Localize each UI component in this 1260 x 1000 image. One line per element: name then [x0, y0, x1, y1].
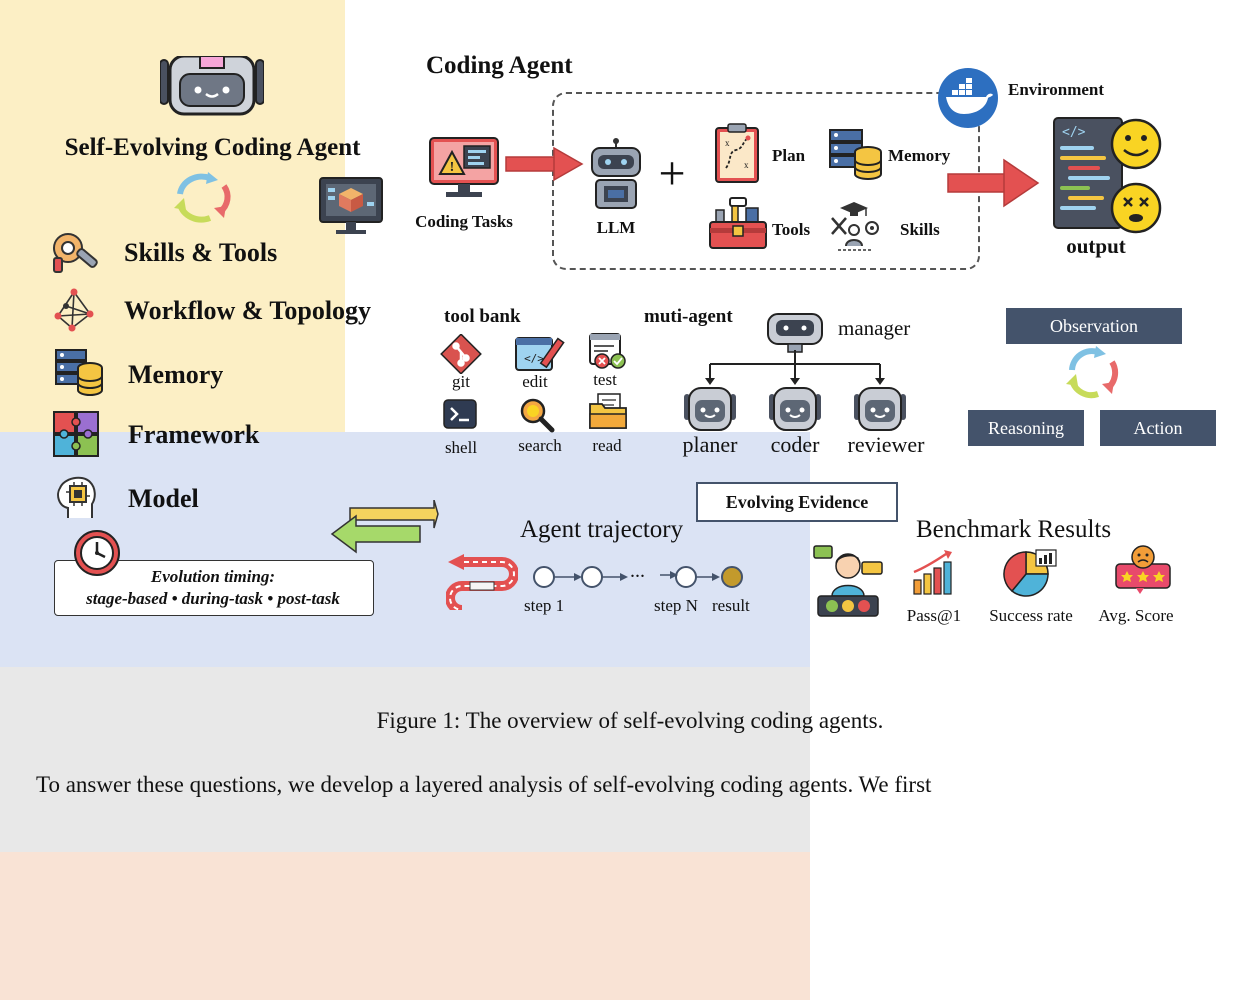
llm-robot-icon	[588, 138, 644, 210]
docker-whale-icon	[936, 66, 1000, 130]
toolbox-icon	[708, 196, 768, 250]
left-item-memory: Memory	[128, 360, 224, 389]
left-item-skills-tools: Skills & Tools	[124, 238, 278, 267]
coding-agent-panel	[0, 432, 810, 667]
timing-title: Evolution timing:	[150, 567, 276, 586]
tool-search-label: search	[518, 436, 562, 455]
step-n-label: step N	[654, 596, 698, 615]
git-icon	[440, 334, 482, 374]
trajectory-road-icon	[446, 554, 518, 610]
agent-to-output-arrow	[946, 158, 1040, 208]
tasks-to-llm-arrow	[504, 144, 584, 184]
test-icon	[588, 332, 628, 370]
wrench-gear-icon	[48, 228, 100, 276]
body-text: To answer these questions, we develop a …	[36, 772, 932, 797]
output-label: output	[1066, 234, 1126, 258]
robot-icon	[160, 56, 264, 116]
evolving-evidence-box: Evolving Evidence	[696, 482, 898, 522]
edit-code-icon: </>	[514, 334, 566, 374]
memory-database-icon	[828, 128, 884, 182]
agent-coder-label: coder	[770, 432, 820, 457]
multi-agent-title: muti-agent	[644, 306, 733, 327]
planer-robot-icon	[684, 386, 736, 432]
read-folder-icon	[588, 392, 628, 430]
plan-clipboard-icon: x x	[714, 122, 760, 184]
agent-trajectory-title: Agent trajectory	[520, 516, 684, 543]
svg-text:</>: </>	[1062, 125, 1086, 140]
plus-sign: +	[658, 147, 686, 200]
agent-planer-label: planer	[682, 432, 738, 457]
trajectory-ellipsis: ...	[630, 560, 645, 582]
skills-label: Skills	[900, 220, 940, 239]
figure-caption: Figure 1: The overview of self-evolving …	[376, 708, 884, 733]
feedback-person-icon	[812, 544, 884, 620]
skills-icon	[828, 200, 882, 252]
ellipsis-arrow	[660, 570, 678, 580]
shell-terminal-icon	[442, 398, 478, 430]
database-icon	[54, 348, 104, 396]
agent-reviewer-label: reviewer	[847, 432, 925, 457]
coder-robot-icon	[769, 386, 821, 432]
left-item-workflow-topology: Workflow & Topology	[124, 296, 372, 325]
tool-bank-title: tool bank	[444, 306, 521, 327]
svg-text:!: !	[450, 160, 455, 175]
tool-test-label: test	[593, 370, 617, 389]
manager-label: manager	[838, 316, 911, 340]
pie-chart-icon	[1002, 548, 1058, 598]
evolution-cycle-icon	[170, 172, 236, 224]
llm-label: LLM	[596, 218, 636, 237]
bottom-panel	[0, 852, 810, 1000]
coding-agent-title: Coding Agent	[426, 52, 573, 79]
bidirectional-arrow	[330, 500, 440, 554]
output-code-icon: </>	[1052, 114, 1164, 240]
tool-git-label: git	[452, 372, 470, 391]
svg-text:x: x	[725, 138, 730, 148]
metric-pass-at-1: Pass@1	[906, 606, 962, 625]
benchmark-results-title: Benchmark Results	[916, 516, 1112, 543]
middle-panel	[0, 667, 810, 852]
svg-text:</>: </>	[524, 352, 544, 365]
left-item-framework: Framework	[128, 420, 260, 449]
network-topology-icon	[52, 288, 96, 332]
manager-robot-icon	[766, 306, 824, 354]
search-magnifier-icon	[518, 396, 556, 434]
puzzle-icon	[52, 410, 100, 458]
manager-branch-arrows	[700, 350, 890, 386]
bar-growth-icon	[910, 550, 956, 596]
timing-detail: stage-based • during-task • post-task	[86, 589, 340, 608]
react-cycle-icon	[1062, 346, 1122, 400]
coding-tasks-monitor-icon: !	[428, 136, 500, 202]
tool-edit-label: edit	[522, 372, 548, 391]
environment-label: Environment	[1008, 80, 1105, 99]
monitor-cube-icon	[318, 176, 384, 238]
metric-success-rate: Success rate	[989, 606, 1073, 625]
svg-text:x: x	[744, 160, 749, 170]
memory-label: Memory	[888, 146, 951, 165]
ai-head-icon	[52, 474, 100, 520]
metric-avg-score: Avg. Score	[1098, 606, 1174, 625]
tool-read-label: read	[592, 436, 622, 455]
plan-label: Plan	[772, 146, 806, 165]
rating-badge-icon	[1114, 544, 1172, 596]
left-item-model: Model	[128, 484, 199, 513]
coding-tasks-label: Coding Tasks	[415, 212, 513, 231]
step-1-label: step 1	[524, 596, 565, 615]
left-title: Self-Evolving Coding Agent	[64, 134, 361, 161]
result-label: result	[712, 596, 750, 615]
reasoning-box: Reasoning	[968, 410, 1084, 446]
observation-box: Observation	[1006, 308, 1182, 344]
reviewer-robot-icon	[854, 386, 906, 432]
clock-icon	[72, 528, 122, 578]
tool-shell-label: shell	[444, 438, 478, 457]
tools-label: Tools	[772, 220, 811, 239]
action-box: Action	[1100, 410, 1216, 446]
trajectory-chain	[530, 564, 750, 590]
